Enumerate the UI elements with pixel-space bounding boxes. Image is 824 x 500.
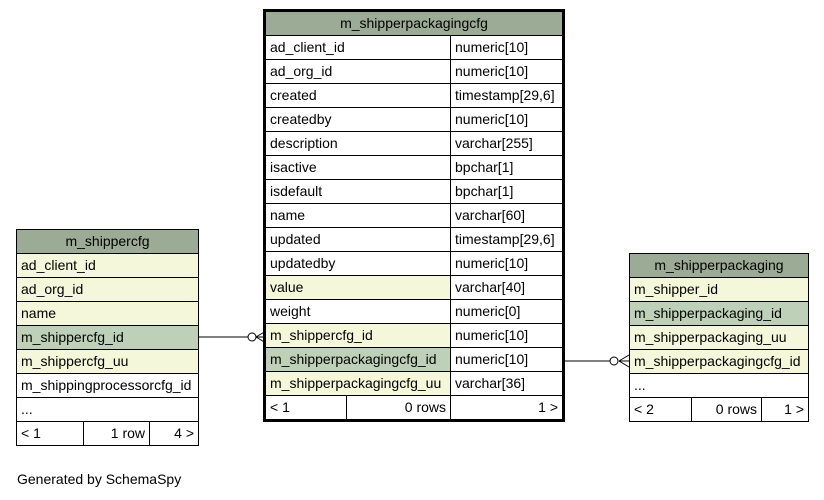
column-type: bpchar[1] [450,155,563,180]
column-name: ... [16,397,199,422]
column-name: created [265,83,451,108]
column-name: updatedby [265,251,451,276]
column-type: varchar[60] [450,203,563,228]
column-name: createdby [265,107,451,132]
table-row: ad_org_id [16,277,199,302]
column-name: m_shippingprocessorcfg_id [16,373,199,398]
parents-count[interactable]: < 1 [16,421,84,446]
table-row: m_shipperpackaging_uu [629,325,809,350]
column-name: ad_client_id [265,35,451,60]
table-row: description varchar[255] [265,131,563,156]
table-row: m_shipperpackaging_id [629,301,809,326]
footer-split: < 1 0 rows [266,396,450,419]
column-name: m_shippercfg_id [16,325,199,350]
column-name: value [265,275,451,300]
table-row: m_shippercfg_id numeric[10] [265,323,563,348]
column-type: bpchar[1] [450,179,563,204]
parents-count[interactable]: < 2 [629,397,692,422]
column-name: updated [265,227,451,252]
table-m-shipperpackaging[interactable]: m_shipperpackaging m_shipper_id m_shippe… [629,253,809,422]
column-name: m_shipperpackagingcfg_id [629,349,809,374]
children-count[interactable]: 1 > [450,395,563,420]
column-name: m_shippercfg_id [265,323,451,348]
column-type: varchar[255] [450,131,563,156]
column-name: m_shipperpackaging_id [629,301,809,326]
column-type: timestamp[29,6] [450,227,563,252]
table-footer: < 1 1 row 4 > [16,421,199,446]
column-type: numeric[10] [450,59,563,84]
table-row: name [16,301,199,326]
relationship-shipperpackaging [563,354,630,368]
column-name: ad_org_id [16,277,199,302]
generated-by-caption: Generated by SchemaSpy [17,471,182,487]
column-name: name [16,301,199,326]
column-name: name [265,203,451,228]
table-row: value varchar[40] [265,275,563,300]
table-title[interactable]: m_shippercfg [16,229,199,254]
row-count: 0 rows [404,399,446,415]
column-type: numeric[10] [450,107,563,132]
table-row: isdefault bpchar[1] [265,179,563,204]
column-name: m_shippercfg_uu [16,349,199,374]
table-row: m_shippingprocessorcfg_id [16,373,199,398]
table-title[interactable]: m_shipperpackagingcfg [265,11,563,36]
children-count[interactable]: 1 > [761,397,809,422]
table-row: ad_client_id numeric[10] [265,35,563,60]
table-row: ... [629,373,809,398]
column-name: ad_client_id [16,253,199,278]
table-m-shippercfg[interactable]: m_shippercfg ad_client_id ad_org_id name… [16,229,199,446]
table-footer: < 1 0 rows 1 > [265,395,563,420]
table-row: m_shippercfg_uu [16,349,199,374]
table-row: weight numeric[0] [265,299,563,324]
table-footer: < 2 0 rows 1 > [629,397,809,422]
table-row: created timestamp[29,6] [265,83,563,108]
column-name: m_shipperpackaging_uu [629,325,809,350]
column-name: description [265,131,451,156]
table-row: m_shippercfg_id [16,325,199,350]
column-name: isactive [265,155,451,180]
table-row: createdby numeric[10] [265,107,563,132]
table-row: ad_org_id numeric[10] [265,59,563,84]
table-row: updatedby numeric[10] [265,251,563,276]
table-row: m_shipperpackagingcfg_id [629,349,809,374]
row-count: 1 row [83,421,150,446]
table-row: isactive bpchar[1] [265,155,563,180]
table-m-shipperpackagingcfg: m_shipperpackagingcfg ad_client_id numer… [263,9,565,422]
column-type: varchar[40] [450,275,563,300]
column-type: numeric[10] [450,323,563,348]
table-title[interactable]: m_shipperpackaging [629,253,809,278]
column-type: numeric[10] [450,251,563,276]
column-name: m_shipperpackagingcfg_uu [265,371,451,396]
column-name: ... [629,373,809,398]
table-row: m_shipperpackagingcfg_uu varchar[36] [265,371,563,396]
column-name: m_shipperpackagingcfg_id [265,347,451,372]
column-name: m_shipper_id [629,277,809,302]
column-name: isdefault [265,179,451,204]
relationship-shippercfg [199,330,267,344]
children-count[interactable]: 4 > [149,421,199,446]
table-row: ad_client_id [16,253,199,278]
column-type: timestamp[29,6] [450,83,563,108]
row-count: 0 rows [691,397,762,422]
table-row: name varchar[60] [265,203,563,228]
table-row: updated timestamp[29,6] [265,227,563,252]
column-type: numeric[10] [450,35,563,60]
column-type: numeric[0] [450,299,563,324]
table-row: m_shipper_id [629,277,809,302]
column-type: numeric[10] [450,347,563,372]
column-type: varchar[36] [450,371,563,396]
column-name: weight [265,299,451,324]
table-row: m_shipperpackagingcfg_id numeric[10] [265,347,563,372]
column-name: ad_org_id [265,59,451,84]
parents-count[interactable]: < 1 [266,396,347,419]
table-row: ... [16,397,199,422]
